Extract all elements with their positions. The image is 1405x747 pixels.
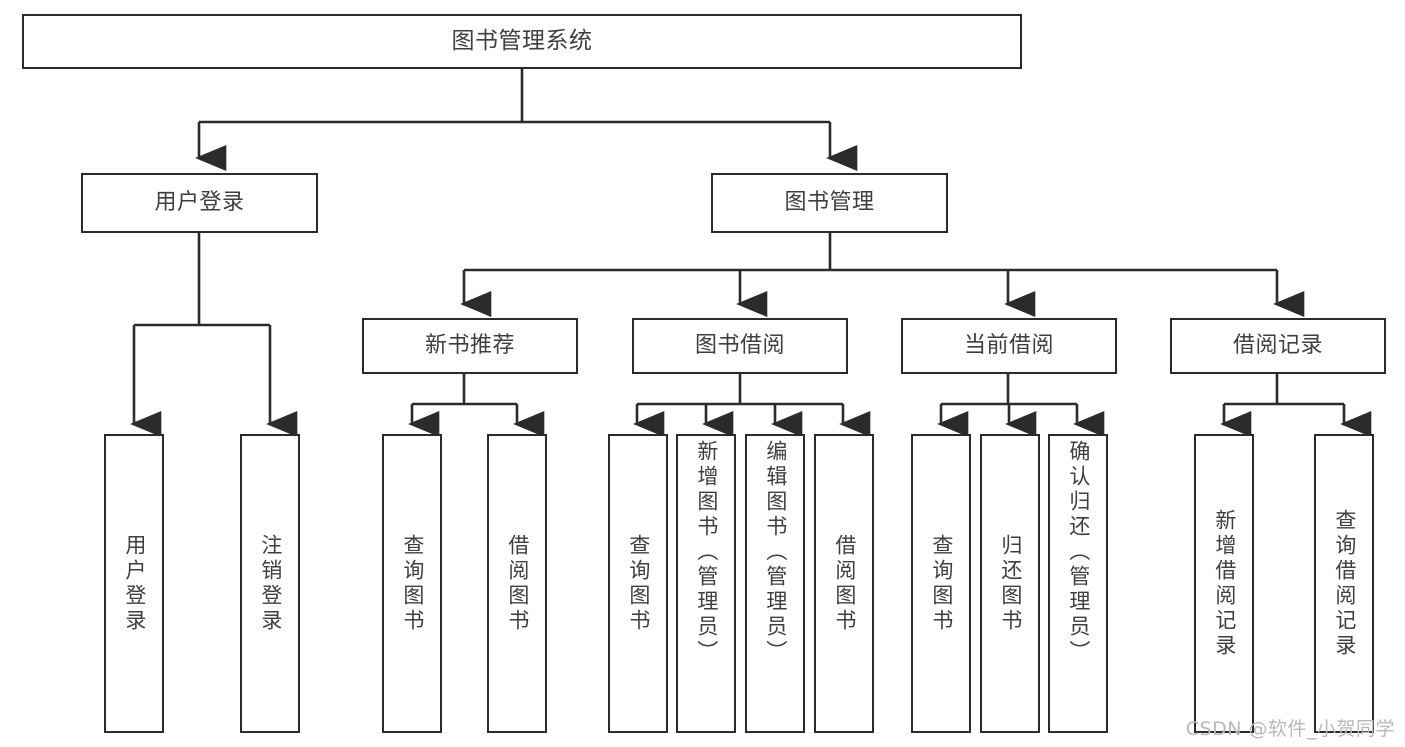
node-new-book-recommend[interactable]: 新书推荐 (362, 318, 578, 374)
node-leaf-confirm-return-label: 确认归还（管理员） (1066, 440, 1091, 665)
watermark: CSDN @软件_小贺同学 (1185, 718, 1395, 740)
node-leaf-confirm-return[interactable]: 确认归还（管理员） (1048, 434, 1108, 733)
node-root-label: 图书管理系统 (451, 27, 593, 54)
node-leaf-logout-login[interactable]: 注销登录 (240, 434, 300, 733)
node-root[interactable]: 图书管理系统 (22, 14, 1022, 69)
node-current-borrow-label: 当前借阅 (963, 332, 1054, 358)
node-leaf-add-book[interactable]: 新增图书（管理员） (676, 434, 736, 733)
node-leaf-query-book-2[interactable]: 查询图书 (608, 434, 668, 733)
node-leaf-add-book-label: 新增图书（管理员） (694, 440, 719, 665)
node-leaf-borrow-book-1[interactable]: 借阅图书 (487, 434, 547, 733)
node-leaf-add-record-label: 新增借阅记录 (1212, 508, 1237, 659)
node-current-borrow[interactable]: 当前借阅 (901, 318, 1117, 374)
node-leaf-return-book-label: 归还图书 (998, 533, 1023, 634)
node-leaf-query-record-label: 查询借阅记录 (1332, 508, 1357, 659)
node-new-book-recommend-label: 新书推荐 (424, 332, 515, 358)
node-borrow-record[interactable]: 借阅记录 (1170, 318, 1386, 374)
node-leaf-query-record[interactable]: 查询借阅记录 (1314, 434, 1374, 733)
node-leaf-logout-login-label: 注销登录 (258, 533, 283, 634)
node-leaf-user-login[interactable]: 用户登录 (104, 434, 164, 733)
node-leaf-query-book-3[interactable]: 查询图书 (911, 434, 971, 733)
node-leaf-query-book-1-label: 查询图书 (400, 533, 425, 634)
node-leaf-borrow-book-2-label: 借阅图书 (832, 533, 857, 634)
node-borrow-record-label: 借阅记录 (1232, 332, 1323, 358)
node-book-borrow-label: 图书借阅 (694, 332, 785, 358)
node-leaf-add-record[interactable]: 新增借阅记录 (1194, 434, 1254, 733)
node-book-manage-label: 图书管理 (784, 189, 875, 215)
node-user-login[interactable]: 用户登录 (81, 173, 318, 233)
node-leaf-edit-book-label: 编辑图书（管理员） (763, 440, 788, 665)
node-leaf-borrow-book-1-label: 借阅图书 (505, 533, 530, 634)
node-leaf-user-login-label: 用户登录 (122, 533, 147, 634)
node-leaf-query-book-3-label: 查询图书 (929, 533, 954, 634)
node-leaf-return-book[interactable]: 归还图书 (980, 434, 1040, 733)
node-book-borrow[interactable]: 图书借阅 (632, 318, 848, 374)
node-leaf-query-book-2-label: 查询图书 (626, 533, 651, 634)
node-user-login-label: 用户登录 (154, 189, 245, 215)
node-leaf-edit-book[interactable]: 编辑图书（管理员） (745, 434, 805, 733)
node-leaf-query-book-1[interactable]: 查询图书 (382, 434, 442, 733)
node-leaf-borrow-book-2[interactable]: 借阅图书 (814, 434, 874, 733)
node-book-manage[interactable]: 图书管理 (711, 173, 948, 233)
